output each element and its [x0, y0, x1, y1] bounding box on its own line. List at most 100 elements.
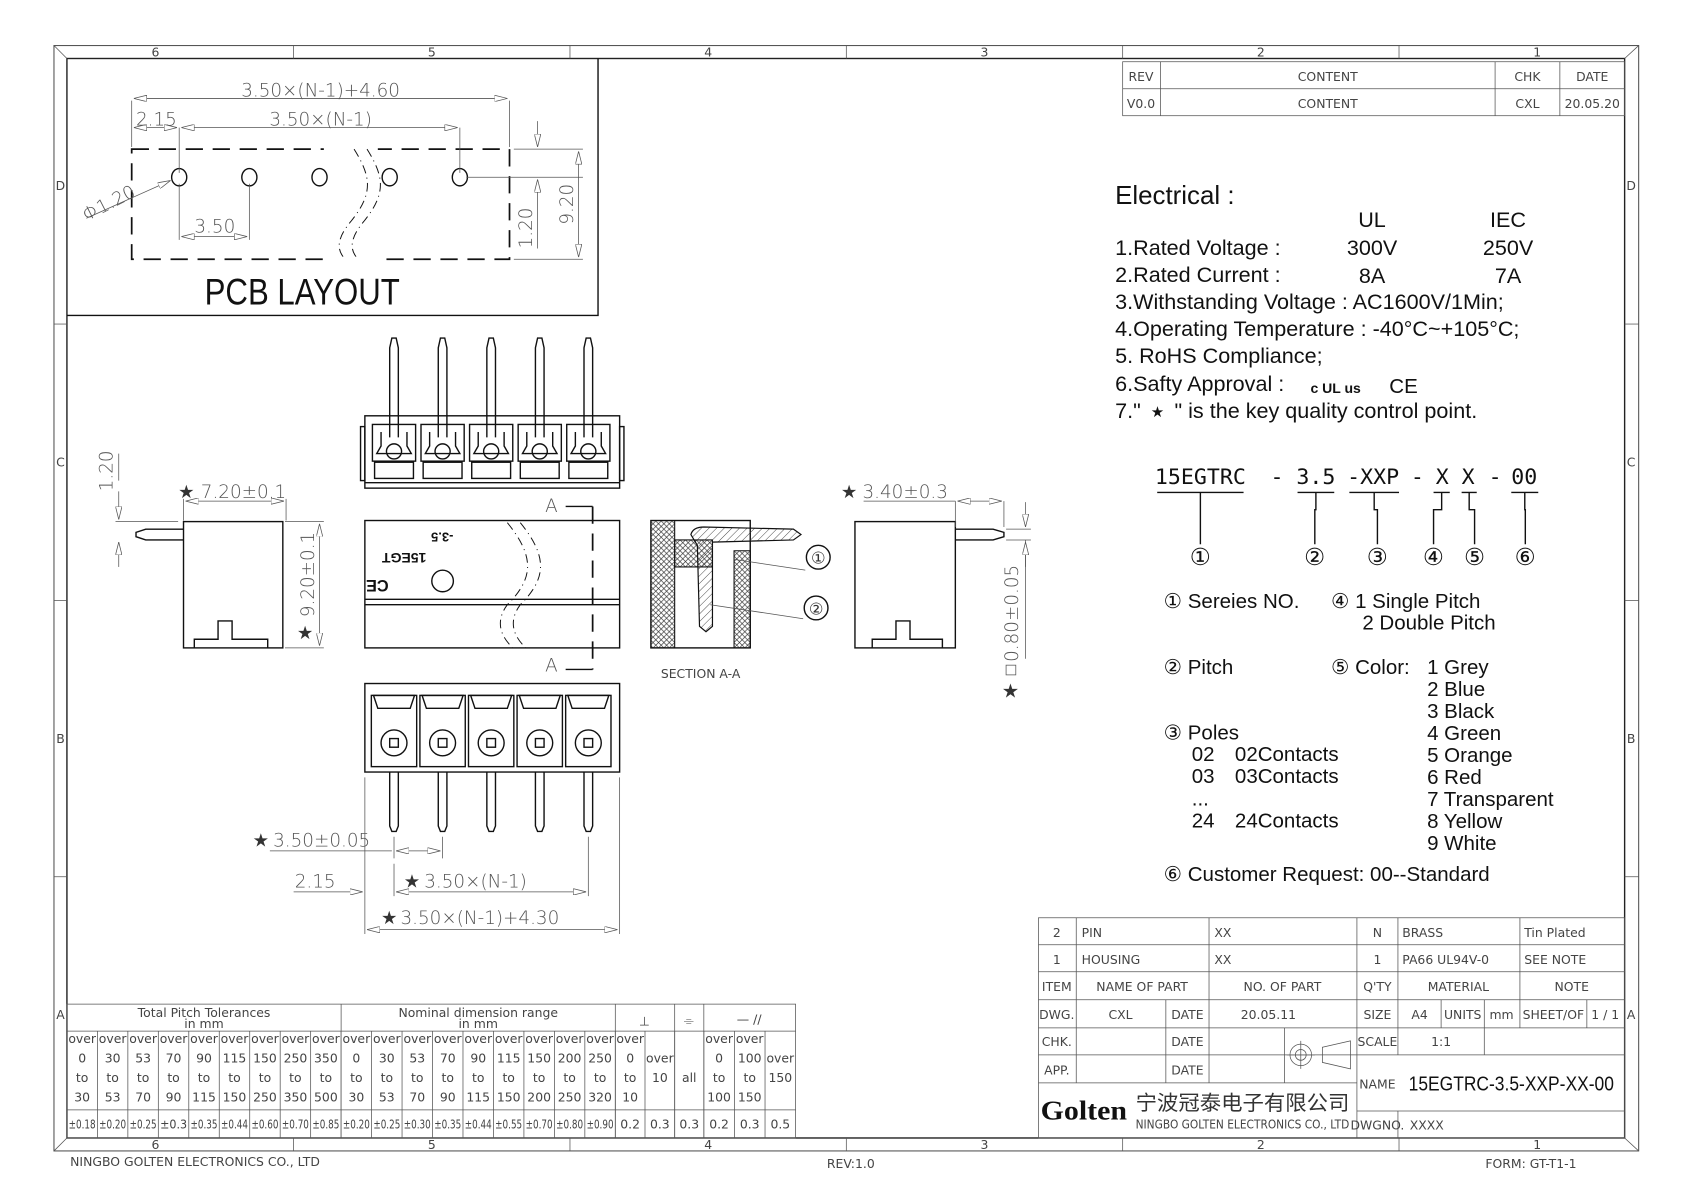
tolerance-range: 30	[74, 1089, 90, 1104]
pcb-layout-title: PCB LAYOUT	[205, 272, 400, 313]
section-a-a: ① ② SECTION A-A	[650, 519, 831, 681]
tolerance-range: to	[259, 1070, 271, 1085]
key-point-prefix: 7."	[1115, 398, 1141, 423]
tolerance-value: 0.3	[650, 1116, 670, 1131]
tolerance-value: 0.2	[620, 1116, 640, 1131]
item-header: ITEM	[1042, 979, 1072, 994]
tolerance-range: over	[586, 1031, 615, 1046]
parts-list-cell: PA66 UL94V-0	[1402, 952, 1489, 967]
legend-pitch-type-1: ④ 1 Single Pitch	[1331, 590, 1480, 613]
rated-current-iec: 7A	[1495, 263, 1522, 288]
units-label: UNITS	[1444, 1007, 1482, 1022]
pole-description: 02Contacts	[1235, 743, 1339, 766]
qty-header: Q'TY	[1363, 979, 1392, 994]
color-option: 6 Red	[1427, 766, 1482, 789]
tolerance-value: ±0.35	[434, 1116, 461, 1131]
parts-list-cell: 2	[1053, 925, 1061, 940]
pcb-hole-dim: Φ1.20	[79, 182, 139, 226]
pin	[437, 772, 448, 833]
pcb-edge-dim: 2.15	[136, 109, 177, 130]
material-header: MATERIAL	[1428, 979, 1489, 994]
square-icon	[1005, 664, 1017, 676]
pole-code: 03	[1192, 765, 1215, 788]
ul-cert-icon: c UL us	[1310, 380, 1361, 396]
tolerance-range: over	[464, 1031, 493, 1046]
part-number-segment: 3.5	[1296, 465, 1335, 490]
tolerance-value: 0.5	[770, 1116, 790, 1131]
zone-column-label: 2	[1257, 1137, 1265, 1152]
tolerance-range: 90	[470, 1050, 486, 1065]
rated-voltage-label: 1.Rated Voltage :	[1115, 235, 1281, 260]
rated-voltage-iec: 250V	[1483, 235, 1534, 260]
marking-model: 15EGT	[382, 550, 427, 566]
tolerance-range: 115	[497, 1050, 521, 1065]
star-icon: ★	[178, 482, 194, 503]
bottom-view: ★ 3.50±0.05 2.15 ★ 3.50×(N-1) ★ 3.50×(N-…	[253, 682, 621, 934]
company-name-cn: 宁波冠泰电子有限公司	[1136, 1091, 1350, 1115]
tolerance-range: all	[682, 1070, 697, 1085]
perpendicularity-icon: ⊥	[639, 1014, 650, 1029]
tolerance-value: 0.3	[679, 1116, 699, 1131]
tolerance-range: 90	[166, 1089, 182, 1104]
part-number-legend: ① Sereies NO. ④ 1 Single Pitch 2 Double …	[1164, 590, 1554, 886]
tolerance-range: 0	[352, 1050, 360, 1065]
part-number-segment: X	[1462, 465, 1475, 490]
pcb-hole	[381, 167, 398, 187]
pcb-overall-dim: 3.50×(N-1)+4.60	[241, 80, 400, 101]
tolerance-range: 0	[715, 1050, 723, 1065]
top-view	[359, 337, 625, 489]
pitch-tol-dim: 3.50±0.05	[273, 831, 370, 852]
section-label: SECTION A-A	[661, 666, 741, 681]
tolerance-range: 30	[105, 1050, 121, 1065]
callout-2: ②	[809, 599, 824, 618]
zone-row-label: C	[56, 455, 65, 470]
zone-column-label: 6	[151, 1137, 159, 1152]
color-option: 4 Green	[1427, 722, 1501, 745]
parts-list-cell: XX	[1214, 952, 1231, 967]
tolerance-range: to	[289, 1070, 301, 1085]
pin	[486, 772, 497, 833]
tolerance-range: over	[190, 1031, 219, 1046]
footer-rev: REV:1.0	[827, 1156, 875, 1171]
tolerance-value: ±0.20	[99, 1116, 126, 1131]
content-header: CONTENT	[1298, 69, 1358, 84]
pitch-unit: in mm	[184, 1016, 223, 1031]
electrical-title: Electrical :	[1115, 182, 1234, 210]
tolerance-value: ±0.20	[343, 1116, 370, 1131]
part-number-segment: -	[1271, 465, 1284, 490]
company-name-en: NINGBO GOLTEN ELECTRONICS CO., LTD	[1136, 1116, 1350, 1131]
tolerance-range: 100	[707, 1089, 731, 1104]
tolerance-range: to	[743, 1070, 755, 1085]
key-point-suffix: " is the key quality control point.	[1174, 398, 1477, 423]
part-number-marker: ④	[1423, 545, 1444, 571]
tolerance-range: 250	[588, 1050, 612, 1065]
tolerance-value: ±0.35	[191, 1116, 218, 1131]
tolerance-range: 150	[527, 1050, 551, 1065]
note-header: NOTE	[1554, 979, 1589, 994]
color-option: 2 Blue	[1427, 678, 1485, 701]
zone-row-label: D	[56, 178, 66, 193]
date-value: 20.05.20	[1565, 96, 1620, 111]
pole-description: 03Contacts	[1235, 765, 1339, 788]
tolerance-range: 115	[192, 1089, 216, 1104]
footer-company: NINGBO GOLTEN ELECTRONICS CO., LTD	[70, 1154, 320, 1169]
pin-pocket	[468, 423, 514, 462]
tolerance-range: 70	[409, 1089, 425, 1104]
no-header: NO. OF PART	[1244, 979, 1322, 994]
section-marker-bottom: A	[545, 656, 558, 677]
pin-pocket	[420, 423, 465, 462]
left-side-view: 1.20 ★ 7.20±0.1 9.20±0.1 ★	[96, 450, 324, 649]
scale-label: SCALE	[1358, 1034, 1398, 1049]
tolerance-table: Total Pitch Tolerances in mm Nominal dim…	[66, 1003, 796, 1139]
tolerance-range: 115	[466, 1089, 490, 1104]
tolerance-range: 70	[166, 1050, 182, 1065]
part-number-marker: ②	[1304, 545, 1325, 571]
chk-header: CHK	[1514, 69, 1541, 84]
pin	[583, 337, 594, 438]
app-label: APP.	[1044, 1062, 1069, 1077]
star-icon: ★	[297, 623, 313, 644]
iec-header: IEC	[1490, 207, 1526, 232]
legend-color: ⑤ Color:	[1331, 656, 1410, 679]
